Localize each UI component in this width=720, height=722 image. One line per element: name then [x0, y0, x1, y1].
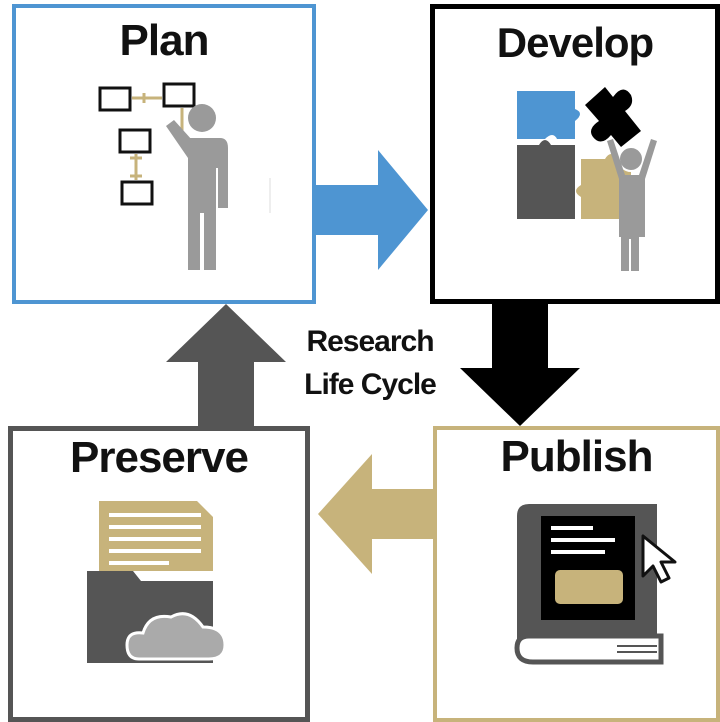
develop-panel: Develop [430, 4, 720, 304]
center-label-line2: Life Cycle [304, 368, 437, 401]
preserve-panel: Preserve [8, 426, 310, 722]
center-label: Research Life Cycle [270, 320, 470, 406]
center-label-line1: Research [306, 325, 434, 358]
arrow-publish-to-preserve [318, 454, 433, 574]
publish-panel: Publish [433, 426, 720, 722]
preserve-title: Preserve [70, 433, 249, 482]
arrow-plan-to-develop [316, 150, 428, 270]
publish-title: Publish [500, 432, 654, 481]
person-assembling-puzzle-icon [517, 87, 657, 271]
plan-panel: Plan [12, 4, 316, 304]
book-with-cursor-icon [514, 504, 677, 665]
folder-document-cloud-icon [87, 501, 227, 663]
arrow-preserve-to-plan [166, 304, 286, 426]
person-planning-flowchart-icon [98, 82, 271, 270]
arrow-develop-to-publish [460, 304, 580, 426]
plan-title: Plan [119, 16, 210, 65]
develop-title: Develop [496, 19, 654, 66]
